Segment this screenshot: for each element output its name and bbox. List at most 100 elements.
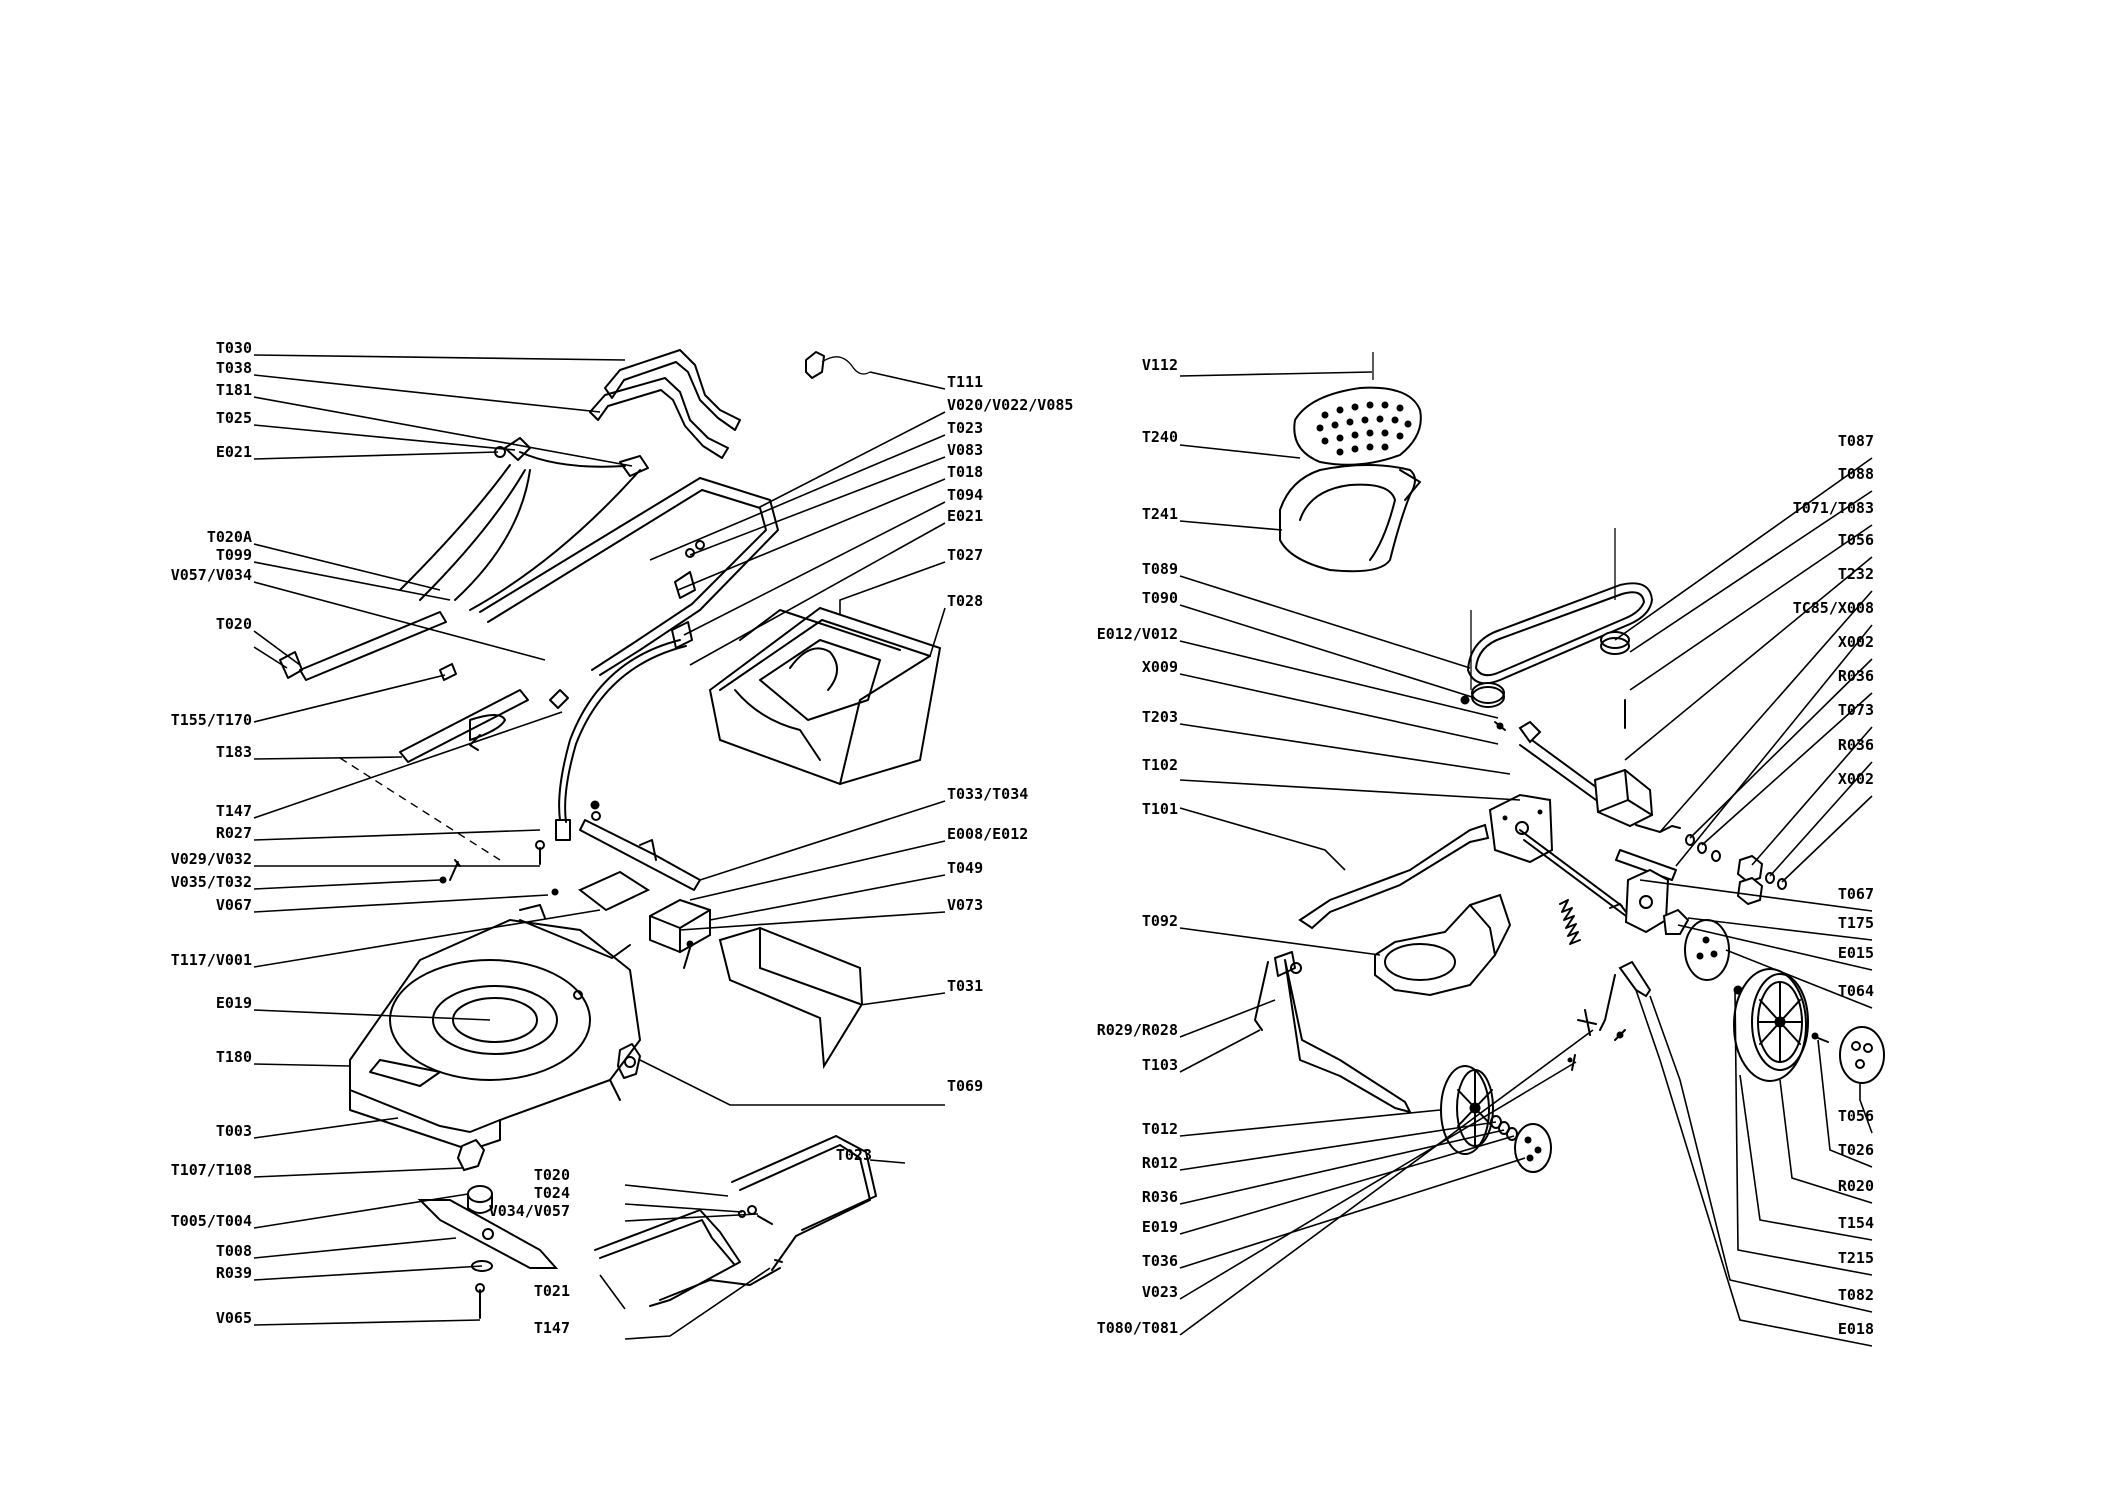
- part-label: V035/T032: [171, 873, 252, 891]
- part-label: T094: [947, 486, 983, 504]
- part-label: V065: [216, 1309, 252, 1327]
- part-label: T147: [534, 1319, 570, 1337]
- part-label: T241: [1142, 505, 1178, 523]
- blade-assembly: [417, 1138, 559, 1319]
- part-label: T073: [1838, 701, 1874, 719]
- rear-guard: [718, 926, 864, 1070]
- flap-plate: [578, 870, 651, 912]
- right-panel-labels-left: V112T240T241T089T090E012/V012X009T203T10…: [1097, 356, 1178, 1337]
- part-label: T175: [1838, 914, 1874, 932]
- part-label: T181: [216, 381, 252, 399]
- part-label: T024: [534, 1184, 570, 1202]
- cable-bracket: [579, 811, 701, 891]
- part-label: X009: [1142, 658, 1178, 676]
- part-label: T080/T081: [1097, 1319, 1178, 1337]
- part-label: E019: [1142, 1218, 1178, 1236]
- rear-flap: [1374, 893, 1512, 997]
- wheel-right-hardware: [1811, 1026, 1885, 1084]
- part-label: T025: [216, 409, 252, 427]
- part-label: T023: [947, 419, 983, 437]
- rear-axle: [1254, 951, 1411, 1113]
- part-label: T089: [1142, 560, 1178, 578]
- part-label: TC85/X008: [1793, 599, 1874, 617]
- spring: [1559, 899, 1581, 945]
- part-label: T088: [1838, 465, 1874, 483]
- cable-clip: [805, 351, 871, 379]
- gearbox: [1518, 699, 1681, 881]
- part-label: T082: [1838, 1286, 1874, 1304]
- right-panel-labels-right: T087T088T071/T083T056T232TC85/X008X002R0…: [1793, 432, 1874, 1338]
- part-label: T111: [947, 373, 983, 391]
- dashed-guide-line: [339, 757, 501, 861]
- part-label: V057/V034: [171, 566, 252, 584]
- part-label: T056: [1838, 531, 1874, 549]
- right-drivetrain-drawing: [1254, 352, 1885, 1173]
- part-label: T020: [216, 615, 252, 633]
- part-label: T021: [534, 1282, 570, 1300]
- part-label: T049: [947, 859, 983, 877]
- part-label: V023: [1142, 1283, 1178, 1301]
- part-label: T203: [1142, 708, 1178, 726]
- part-label: T183: [216, 743, 252, 761]
- part-label: T099: [216, 546, 252, 564]
- left-leader-lines: [253, 354, 633, 1326]
- part-label: T036: [1142, 1252, 1178, 1270]
- part-label: T018: [947, 463, 983, 481]
- pulley: [1460, 682, 1506, 731]
- part-label: T101: [1142, 800, 1178, 818]
- part-label: R027: [216, 824, 252, 842]
- part-label: T147: [216, 802, 252, 820]
- part-label: T064: [1838, 982, 1874, 1000]
- part-label: T071/T083: [1793, 499, 1874, 517]
- small-fixings: [439, 800, 694, 969]
- part-label: E021: [947, 507, 983, 525]
- left-panel-labels-left: T030T038T181T025E021T020AT099V057/V034T0…: [171, 339, 252, 1327]
- part-label: E018: [1838, 1320, 1874, 1338]
- part-label: T005/T004: [171, 1212, 252, 1230]
- part-label: T003: [216, 1122, 252, 1140]
- switch-box: [649, 898, 711, 954]
- part-label: T056: [1838, 1107, 1874, 1125]
- part-label: R036: [1838, 736, 1874, 754]
- right-panel-leader-lines: [1179, 371, 1873, 1347]
- engine-cover: [1279, 464, 1421, 573]
- wheel-right: [1733, 968, 1809, 1082]
- part-label: R012: [1142, 1154, 1178, 1172]
- mower-deck: [349, 904, 642, 1151]
- part-label: R039: [216, 1264, 252, 1282]
- right-bracket: [1609, 868, 1690, 935]
- part-label: X002: [1838, 770, 1874, 788]
- left-mower-drawing: [279, 349, 942, 1319]
- part-label: T155/T170: [171, 711, 252, 729]
- pulley-ring: [1600, 631, 1630, 655]
- grass-box-frame: [594, 1135, 877, 1307]
- wheel-bracket: [617, 1043, 641, 1079]
- wheel-left-hardware: [1490, 1115, 1552, 1173]
- part-label: R020: [1838, 1177, 1874, 1195]
- gear-washers: [1685, 834, 1787, 906]
- part-label: V112: [1142, 356, 1178, 374]
- engine-grille: [1293, 386, 1422, 466]
- right-leader-lines-left-panel: [599, 371, 946, 1340]
- part-label: V020/V022/V085: [947, 396, 1073, 414]
- part-label: T154: [1838, 1214, 1874, 1232]
- left-panel-labels-right: T111V020/V022/V085T023V083T018T094E021T0…: [947, 373, 1073, 1095]
- part-label: T027: [947, 546, 983, 564]
- part-label: E008/E012: [947, 825, 1028, 843]
- lower-handle: [479, 477, 779, 676]
- part-label: T103: [1142, 1056, 1178, 1074]
- part-label: T067: [1838, 885, 1874, 903]
- part-label: V029/V032: [171, 850, 252, 868]
- wheel-left: [1440, 1065, 1494, 1155]
- part-label: T102: [1142, 756, 1178, 774]
- part-label: T180: [216, 1048, 252, 1066]
- part-label: T117/V001: [171, 951, 252, 969]
- part-label: V034/V057: [489, 1202, 570, 1220]
- part-label: T028: [947, 592, 983, 610]
- deflector: [1298, 823, 1490, 930]
- part-label: T020A: [207, 528, 252, 546]
- part-label: V067: [216, 896, 252, 914]
- handle-tubes: [279, 611, 529, 763]
